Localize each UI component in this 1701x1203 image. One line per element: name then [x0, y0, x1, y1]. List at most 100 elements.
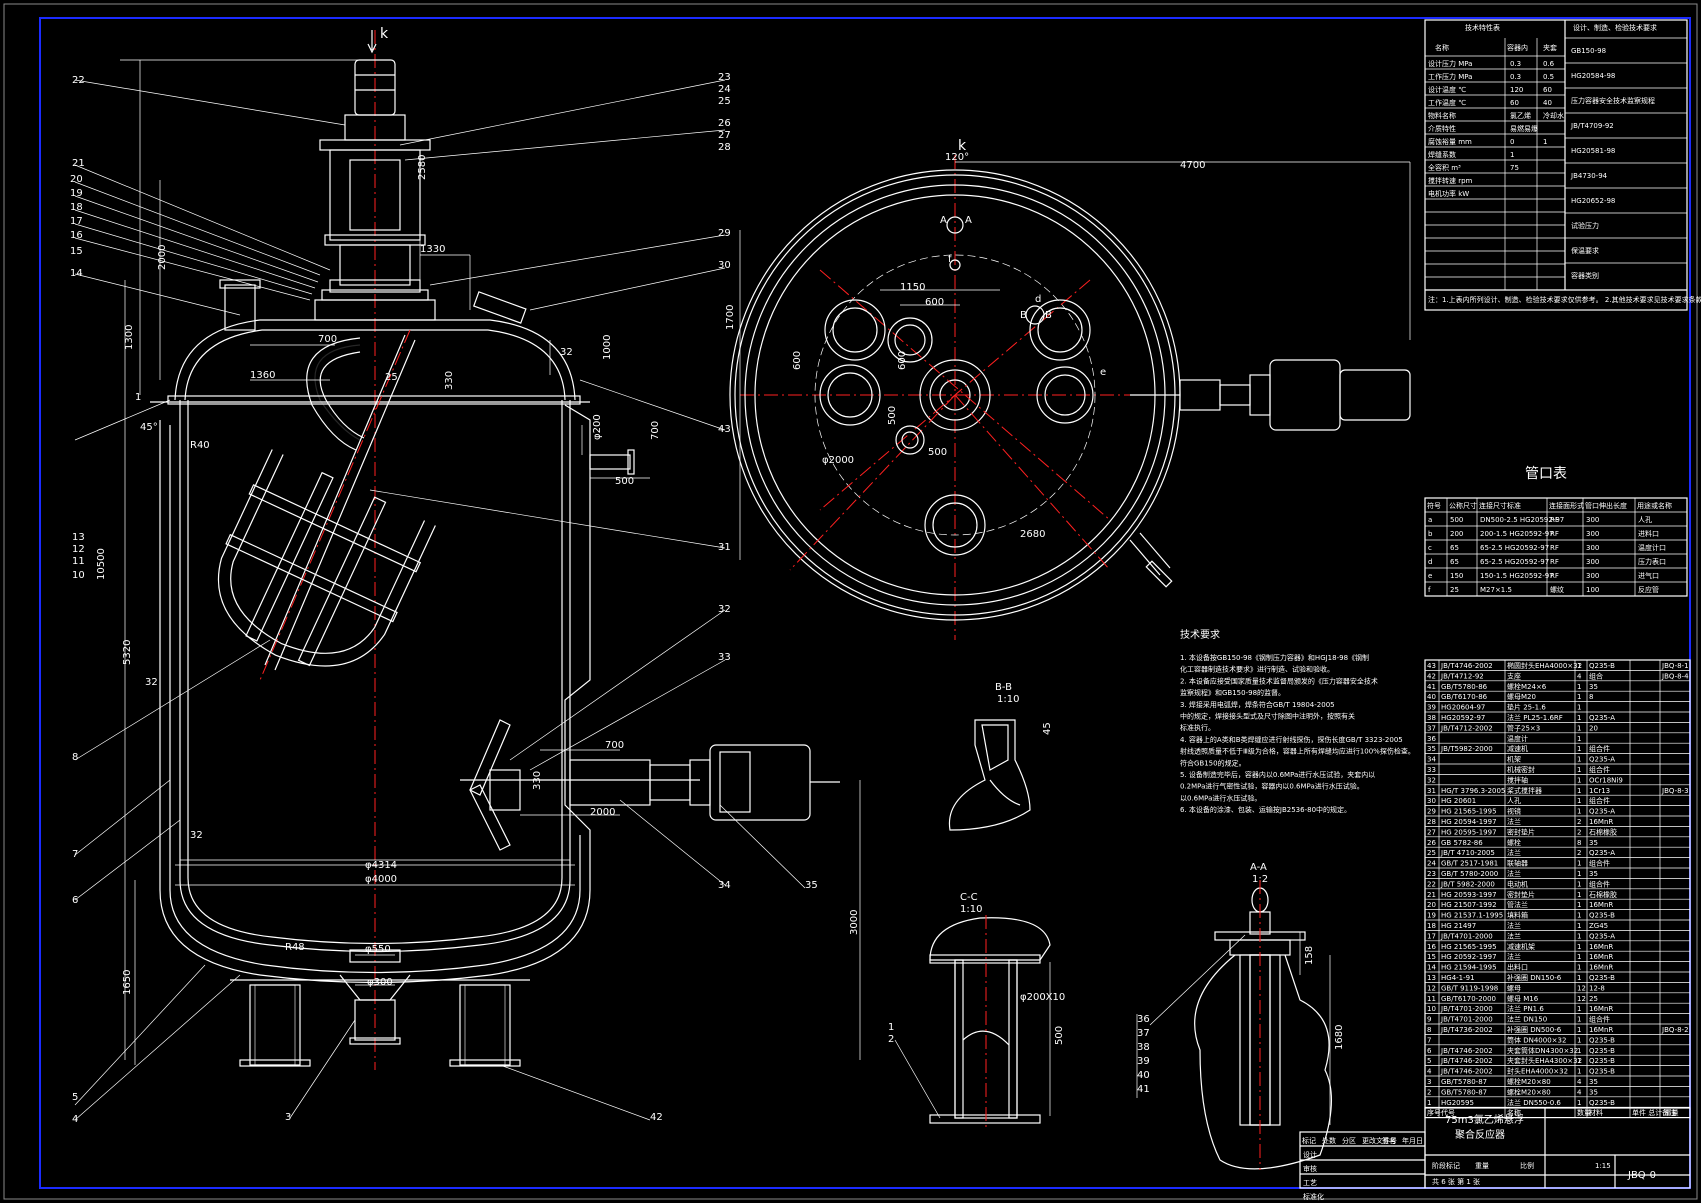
bom-cell: 6: [1427, 1047, 1432, 1055]
bom-cell: 椭圆封头EHA4000×32: [1507, 661, 1582, 670]
nozzle-mark-a1: A: [940, 215, 947, 226]
svg-text:42: 42: [650, 1112, 663, 1123]
scale-label: 比例: [1520, 1161, 1534, 1170]
dim-2000-top: φ2000: [822, 455, 854, 466]
bom-cell: 16MnR: [1589, 818, 1613, 826]
bom-cell: 25: [1589, 995, 1598, 1003]
svg-text:11: 11: [72, 556, 85, 567]
bom-header: 单件 总计 重量: [1632, 1108, 1678, 1117]
drawing-number: JBQ-0: [1627, 1170, 1656, 1181]
cc-label: C-C: [960, 892, 978, 903]
section-aa: A-A 1:2 158 1680 36 37 38 39 40 41: [1136, 862, 1345, 1170]
dim-10500: 10500: [96, 548, 107, 580]
nozzle-cell: 200: [1450, 530, 1463, 538]
nozzle-cell: 螺纹: [1550, 585, 1564, 594]
bom-cell: Q235-B: [1589, 1099, 1615, 1107]
bom-cell: 1: [1577, 1068, 1581, 1076]
bom-cell: 组合件: [1589, 859, 1610, 868]
bom-cell: 组合件: [1589, 1015, 1610, 1024]
bom-cell: 19: [1427, 912, 1436, 920]
tech-req-line: 4. 容器上的A类和B类焊缝应进行射线探伤，探伤长度GB/T 3323-2005: [1180, 735, 1403, 744]
dim-500b-top: 500: [928, 447, 947, 458]
bom-cell: 螺母M20: [1507, 692, 1536, 701]
dim-600c: 600: [897, 351, 908, 370]
tech-right-row: 保温要求: [1571, 246, 1599, 255]
tech-req-line: 符合GB150的规定。: [1180, 758, 1246, 767]
bom-cell: GB/T 9119-1998: [1441, 984, 1498, 992]
leaders: [74, 79, 806, 1121]
bom-cell: JB/T4701-2000: [1440, 932, 1493, 940]
bom-cell: 24: [1427, 860, 1436, 868]
tech-req-line: 以0.6MPa进行水压试验。: [1180, 793, 1261, 802]
bom-cell: 9: [1427, 1016, 1431, 1024]
tech-row-name: 焊缝系数: [1428, 150, 1456, 159]
tech-right-row: GB150-98: [1571, 47, 1606, 55]
svg-text:25: 25: [718, 96, 731, 107]
bom-cell: JBQ-8-2: [1661, 1026, 1689, 1034]
bom-cell: GB 5782-86: [1441, 839, 1483, 847]
svg-text:43: 43: [718, 424, 731, 435]
nozzle-cell: 300: [1586, 530, 1599, 538]
nozzle-cell: 100: [1586, 586, 1599, 594]
tech-col-inside: 容器内: [1507, 43, 1528, 52]
bom-cell: 组合件: [1589, 744, 1610, 753]
bom-cell: 夹套筒体DN4300×32: [1507, 1046, 1578, 1055]
dim-32c: 32: [190, 830, 203, 841]
bom-cell: 组合件: [1589, 765, 1610, 774]
svg-text:31: 31: [718, 542, 731, 553]
title-line2: 聚合反应器: [1455, 1128, 1505, 1141]
bom-cell: 10: [1427, 1005, 1436, 1013]
bom-cell: 法兰: [1507, 952, 1521, 961]
tech-req-title: 技术要求: [1180, 628, 1220, 641]
bom-cell: 12: [1577, 995, 1586, 1003]
dim-120deg: 120°: [945, 152, 969, 163]
bom-cell: 31: [1427, 787, 1436, 795]
sign-col: 更改文件号: [1362, 1136, 1397, 1145]
section-cc: C-C 1:10 φ200X10 500 1 2: [888, 892, 1065, 1130]
bom-cell: 人孔: [1507, 797, 1521, 805]
bom-cell: HG 21537.1-1995: [1441, 912, 1503, 920]
bom-cell: 2: [1577, 849, 1581, 857]
bom-cell: 4: [1577, 672, 1582, 680]
nozzle-cell: 300: [1586, 544, 1599, 552]
bom-cell: JB/T4746-2002: [1440, 1068, 1493, 1076]
bom-cell: 搅拌轴: [1507, 775, 1528, 784]
svg-text:20: 20: [70, 174, 83, 185]
bom-cell: HG 20592-1997: [1441, 953, 1497, 961]
bom-cell: 垫片 25-1.6: [1507, 703, 1546, 712]
bom-cell: 16MnR: [1589, 1005, 1613, 1013]
bom-cell: 16MnR: [1589, 943, 1613, 951]
bom-cell: 法兰: [1507, 817, 1521, 826]
nozzle-cell: 65-2.5 HG20592-97: [1480, 544, 1549, 552]
bom-cell: 法兰 PL25-1.6RF: [1507, 713, 1563, 722]
bom-cell: 40: [1427, 693, 1436, 701]
bom-cell: 桨式搅拌器: [1507, 786, 1542, 795]
bom-cell: 1: [1577, 1057, 1581, 1065]
nozzle-mark-b2: B: [1045, 310, 1052, 321]
sign-col: 签名: [1382, 1136, 1396, 1145]
tech-row-jacket: 40: [1543, 99, 1552, 107]
nozzle-cell: 150: [1450, 572, 1463, 580]
bom-cell: 1: [1577, 974, 1581, 982]
bom-cell: 35: [1427, 745, 1436, 753]
bom-cell: 3: [1427, 1078, 1431, 1086]
tech-row-name: 物料名称: [1428, 111, 1456, 120]
bom-cell: JB/T 4710-2005: [1440, 849, 1495, 857]
bom-cell: 34: [1427, 756, 1436, 764]
svg-text:41: 41: [1137, 1084, 1150, 1095]
svg-text:40: 40: [1137, 1070, 1150, 1081]
bom-cell: 16MnR: [1589, 901, 1613, 909]
nozzle-cell: RF: [1550, 558, 1559, 566]
bom-cell: 20: [1427, 901, 1436, 909]
bom-cell: 法兰: [1507, 869, 1521, 878]
bom-cell: HG20595: [1441, 1099, 1474, 1107]
nozzle-mark-e: e: [1100, 367, 1106, 378]
dim-330b: 330: [532, 771, 543, 790]
bom-cell: OCr18Ni9: [1589, 776, 1623, 784]
dim-600b: 600: [792, 351, 803, 370]
bom-cell: HG 20594-1997: [1441, 818, 1497, 826]
bom-cell: 4: [1577, 1088, 1582, 1096]
nozzle-cell: e: [1428, 572, 1432, 580]
